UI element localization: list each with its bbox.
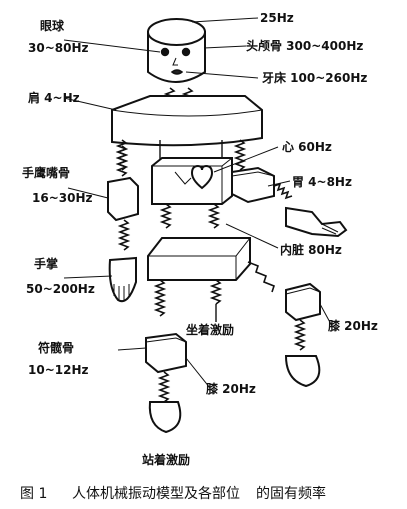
head-top-freq-label: 25Hz <box>260 11 294 25</box>
part-labels: 眼球 30~80Hz 25Hz 头颅骨 300~400Hz 牙床 100~260… <box>22 11 378 467</box>
right-arm <box>273 182 348 238</box>
figure-caption: 图 1 人体机械振动模型及各部位 的固有频率 <box>20 485 326 502</box>
leader-lines <box>63 17 333 389</box>
figure-number: 图 1 <box>20 486 47 502</box>
teeth-label: 牙床 100~260Hz <box>262 70 367 85</box>
shoulder-block <box>111 95 263 147</box>
eyeball-label: 眼球 <box>40 18 65 33</box>
left-arm <box>107 145 139 303</box>
forearm-freq-label: 16~30Hz <box>32 191 92 205</box>
left-eye-icon <box>160 47 170 57</box>
skull-label: 头颅骨 300~400Hz <box>246 38 363 53</box>
sitting-excitation-label: 坐着激励 <box>186 322 234 337</box>
viscera-label: 内脏 80Hz <box>280 242 342 257</box>
left-knee-label: 膝 20Hz <box>206 381 256 396</box>
viscera-box <box>151 157 233 205</box>
hand-label: 手掌 <box>34 256 58 271</box>
pelvis-freq-label: 10~12Hz <box>28 363 88 377</box>
shoulder-label: 肩 4~Hz <box>28 90 80 105</box>
forearm-label: 手鹰嘴骨 <box>22 165 70 180</box>
hand-freq-label: 50~200Hz <box>26 282 95 296</box>
nose-icon <box>172 57 178 66</box>
heart-label: 心 60Hz <box>282 140 332 154</box>
eyeball-freq-label: 30~80Hz <box>28 41 88 55</box>
seat-support <box>209 279 223 322</box>
left-leg <box>145 279 187 434</box>
right-knee-label: 膝 20Hz <box>328 318 378 333</box>
stomach-label: 胃 4~8Hz <box>292 175 352 189</box>
right-eye-icon <box>181 47 191 57</box>
mouth-icon <box>170 69 184 75</box>
pelvis-label: 符髋骨 <box>38 340 74 355</box>
figure-title: 人体机械振动模型及各部位 <box>72 486 240 502</box>
pelvis-block <box>147 203 251 281</box>
right-leg <box>247 261 321 388</box>
figure-title-tail: 的固有频率 <box>256 485 326 502</box>
heart-icon <box>190 164 214 190</box>
standing-excitation-label: 站着激励 <box>142 452 190 467</box>
stomach-block <box>231 166 275 204</box>
head <box>147 18 206 83</box>
